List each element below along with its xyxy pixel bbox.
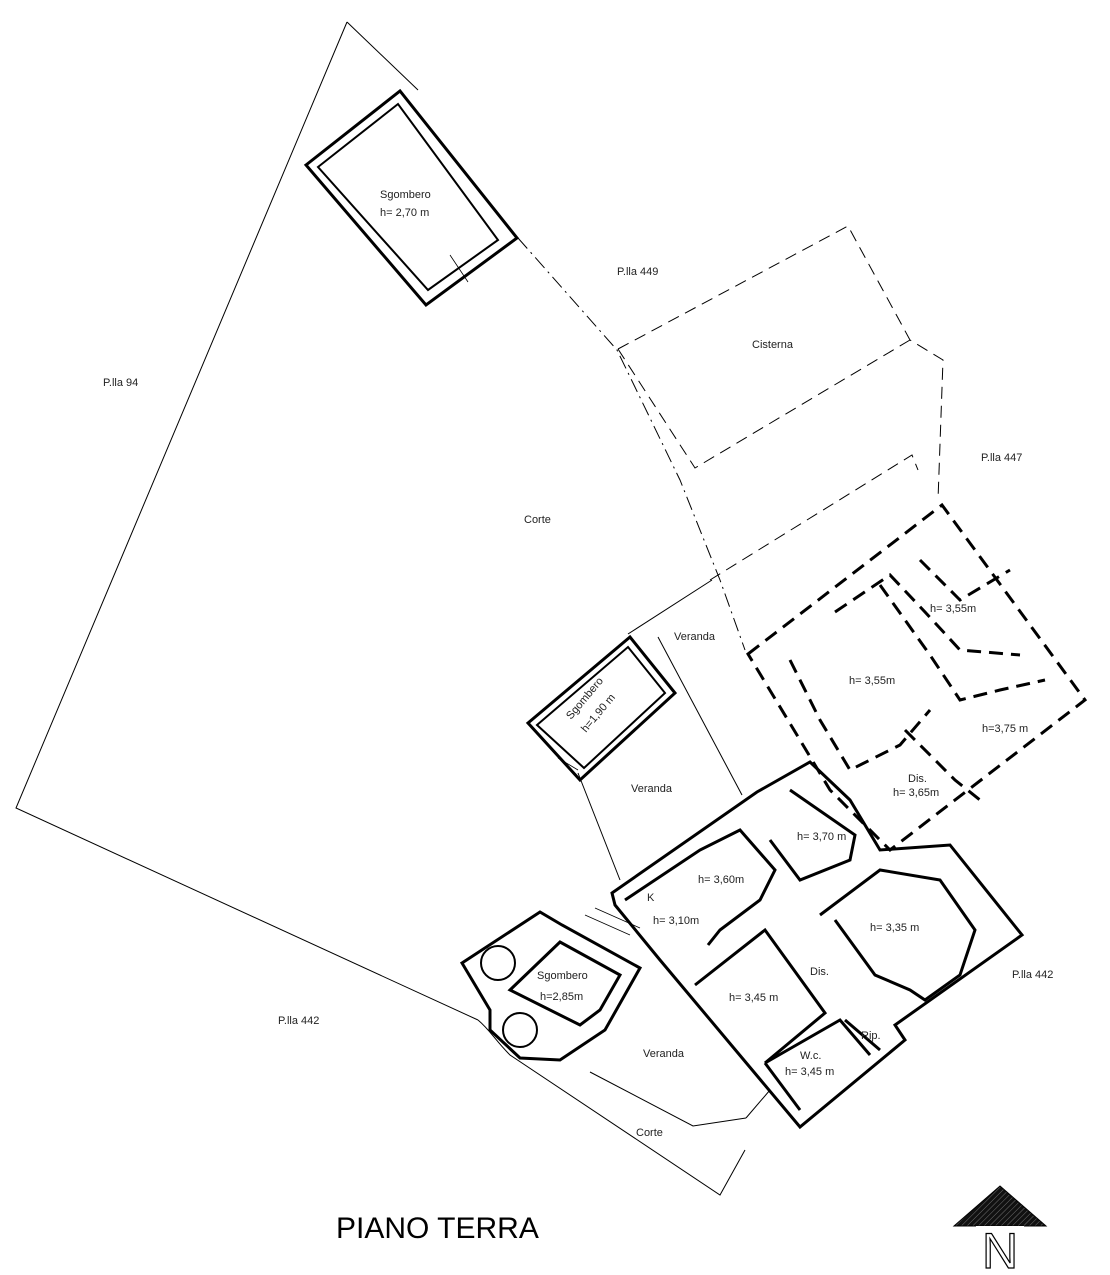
- parcel-label-442-left: P.lla 442: [278, 1015, 319, 1027]
- room-height-e: h=3,75 m: [982, 723, 1028, 735]
- building-sgombero-south: [459, 907, 643, 1062]
- room-height-wc: h= 3,45 m: [785, 1066, 834, 1078]
- area-label-cisterna: Cisterna: [752, 339, 794, 351]
- room-height-dis-upper: h= 3,65m: [893, 787, 939, 799]
- room-name-rip: Rip.: [861, 1030, 881, 1042]
- drawing-title: PIANO TERRA: [336, 1212, 539, 1245]
- room-height-sgombero-north: h= 2,70 m: [380, 207, 429, 219]
- property-boundary: [15, 21, 771, 1196]
- parcel-boundaries: [517, 225, 944, 881]
- building-main-house: [610, 760, 1025, 1130]
- room-height-360: h= 3,60m: [698, 874, 744, 886]
- north-arrow-icon: N: [952, 1184, 1048, 1275]
- area-label-veranda-bottom: Veranda: [643, 1048, 685, 1060]
- area-label-corte: Corte: [524, 514, 551, 526]
- room-height-ne-small: h= 3,55m: [930, 603, 976, 615]
- area-label-veranda-mid: Veranda: [631, 783, 673, 795]
- parcel-label-449: P.lla 449: [617, 266, 658, 278]
- area-label-veranda-top: Veranda: [674, 631, 716, 643]
- room-name-wc: W.c.: [800, 1050, 821, 1062]
- parcel-label-442-right: P.lla 442: [1012, 969, 1053, 981]
- room-height-ne-large: h= 3,55m: [849, 675, 895, 687]
- room-height-center: h= 3,70 m: [797, 831, 846, 843]
- building-sgombero-north: [303, 88, 520, 308]
- north-letter: N: [982, 1223, 1018, 1270]
- room-height-kitchen: h= 3,10m: [653, 915, 699, 927]
- labels: P.lla 94 P.lla 449 P.lla 447 P.lla 442 P…: [103, 189, 1053, 1139]
- room-name-sgombero-south: Sgombero: [537, 970, 588, 982]
- parcel-label-447: P.lla 447: [981, 452, 1022, 464]
- parcel-label-94: P.lla 94: [103, 377, 138, 389]
- room-name-dis-upper: Dis.: [908, 773, 927, 785]
- room-height-345: h= 3,45 m: [729, 992, 778, 1004]
- room-height-335: h= 3,35 m: [870, 922, 919, 934]
- building-sgombero-mid: [525, 634, 678, 783]
- room-height-sgombero-south: h=2,85m: [540, 991, 583, 1003]
- room-name-dis-lower: Dis.: [810, 966, 829, 978]
- area-label-corte-bottom: Corte: [636, 1127, 663, 1139]
- room-name-sgombero-north: Sgombero: [380, 189, 431, 201]
- building-northeast-dashed: [746, 502, 1088, 852]
- room-name-kitchen: K: [647, 892, 655, 904]
